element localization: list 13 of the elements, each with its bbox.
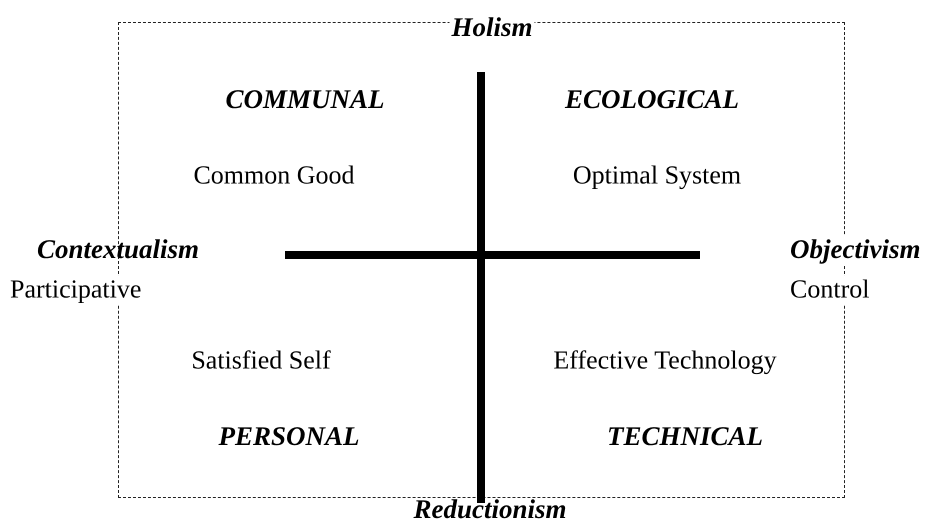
axis-label: Objectivism — [788, 235, 922, 265]
axis-sublabel: Participative — [8, 276, 144, 304]
axis-sublabel: Control — [788, 276, 872, 304]
quadrant-title: PERSONAL — [217, 422, 361, 452]
quadrant-value: Common Good — [192, 162, 356, 190]
axis-label: Contextualism — [36, 235, 200, 265]
quadrant-title: COMMUNAL — [224, 85, 386, 115]
quadrant-title: ECOLOGICAL — [564, 85, 740, 115]
quadrant-title: TECHNICAL — [606, 422, 764, 452]
quadrant-value: Satisfied Self — [190, 346, 332, 376]
axis-label: Reductionism — [412, 495, 568, 525]
quadrant-value: Optimal System — [572, 162, 742, 190]
quadrant-value: Effective Technology — [552, 346, 778, 376]
